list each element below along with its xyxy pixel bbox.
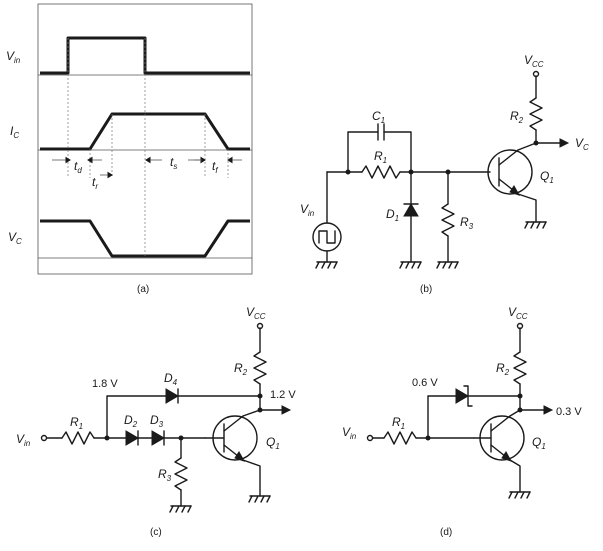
resistor-r1-d — [383, 431, 417, 445]
q1-b-label: Q1 — [540, 169, 554, 185]
r2-c-label: R2 — [234, 361, 248, 377]
caption-d: (d) — [440, 527, 452, 538]
resistor-r2 — [529, 97, 543, 131]
vin-d-label: Vin — [342, 425, 357, 441]
caption-a: (a) — [137, 284, 149, 295]
ground-icon — [315, 261, 338, 269]
vc-label: VC — [8, 230, 22, 246]
ic-label: IC — [10, 124, 19, 140]
vin-c-label: Vin — [16, 432, 31, 448]
ic-waveform — [40, 112, 250, 151]
r3-c-label: R3 — [158, 467, 172, 483]
ts-label: ts — [170, 155, 177, 171]
vin-label: Vin — [6, 49, 21, 65]
resistor-r2-d — [513, 351, 527, 385]
panel-c-circuit: Vin R1 D2 D3 R3 D4 1.8 V — [16, 305, 296, 538]
vin-waveform — [40, 36, 250, 75]
voltage-0-6v: 0.6 V — [412, 377, 438, 389]
voltage-0-3v: 0.3 V — [556, 406, 582, 418]
timing-arrows — [52, 156, 242, 179]
tf-label: tf — [212, 159, 218, 175]
vc-b-label: VC — [575, 136, 589, 152]
ground-icon — [248, 495, 271, 503]
vcc-c-label: VCC — [246, 305, 266, 321]
d4-label: D4 — [164, 371, 178, 387]
voltage-1-2v: 1.2 V — [270, 389, 296, 401]
vcc-d-label: VCC — [508, 305, 528, 321]
resistor-r3 — [441, 203, 455, 237]
resistor-r2-c — [253, 351, 267, 385]
c1-b-label: C1 — [372, 109, 385, 125]
diode-d4 — [165, 388, 179, 404]
panel-b-circuit: Vin R1 C1 D1 R3 — [300, 53, 589, 295]
r2-b-label: R2 — [510, 109, 524, 125]
d3-label: D3 — [150, 413, 164, 429]
ground-icon — [399, 261, 422, 269]
caption-b: (b) — [420, 284, 432, 295]
d2-label: D2 — [124, 413, 138, 429]
vcc-b-label: VCC — [524, 53, 544, 69]
diode-d2 — [125, 430, 139, 446]
vc-waveform — [40, 219, 250, 258]
r3-b-label: R3 — [460, 215, 474, 231]
r1-d-label: R1 — [392, 415, 405, 431]
vin-b-label: Vin — [300, 202, 315, 218]
panel-a-frame — [37, 3, 253, 275]
voltage-1-8v: 1.8 V — [92, 378, 118, 390]
q1-c-label: Q1 — [266, 435, 280, 451]
diode-d3 — [151, 430, 165, 446]
d1-b-label: D1 — [386, 207, 399, 223]
caption-c: (c) — [150, 527, 162, 538]
panel-d-circuit: Vin R1 0.6 V Q1 0.3 V R2 VCC — [342, 305, 582, 538]
panel-a-waveforms: Vin IC VC td tr ts tf (a) — [6, 3, 253, 295]
resistor-r3-c — [174, 457, 188, 491]
schottky-diode — [455, 388, 469, 404]
resistor-r1 — [361, 165, 401, 179]
ground-icon — [508, 491, 531, 499]
ground-icon — [524, 221, 547, 229]
td-label: td — [74, 159, 82, 175]
r1-b-label: R1 — [374, 149, 387, 165]
tr-label: tr — [92, 175, 98, 191]
ground-icon — [169, 505, 192, 513]
r2-d-label: R2 — [496, 361, 510, 377]
r1-c-label: R1 — [70, 415, 83, 431]
ground-icon — [436, 261, 459, 269]
q1-d-label: Q1 — [532, 435, 546, 451]
resistor-r1-c — [61, 431, 95, 445]
transistor-q1 — [487, 149, 533, 195]
